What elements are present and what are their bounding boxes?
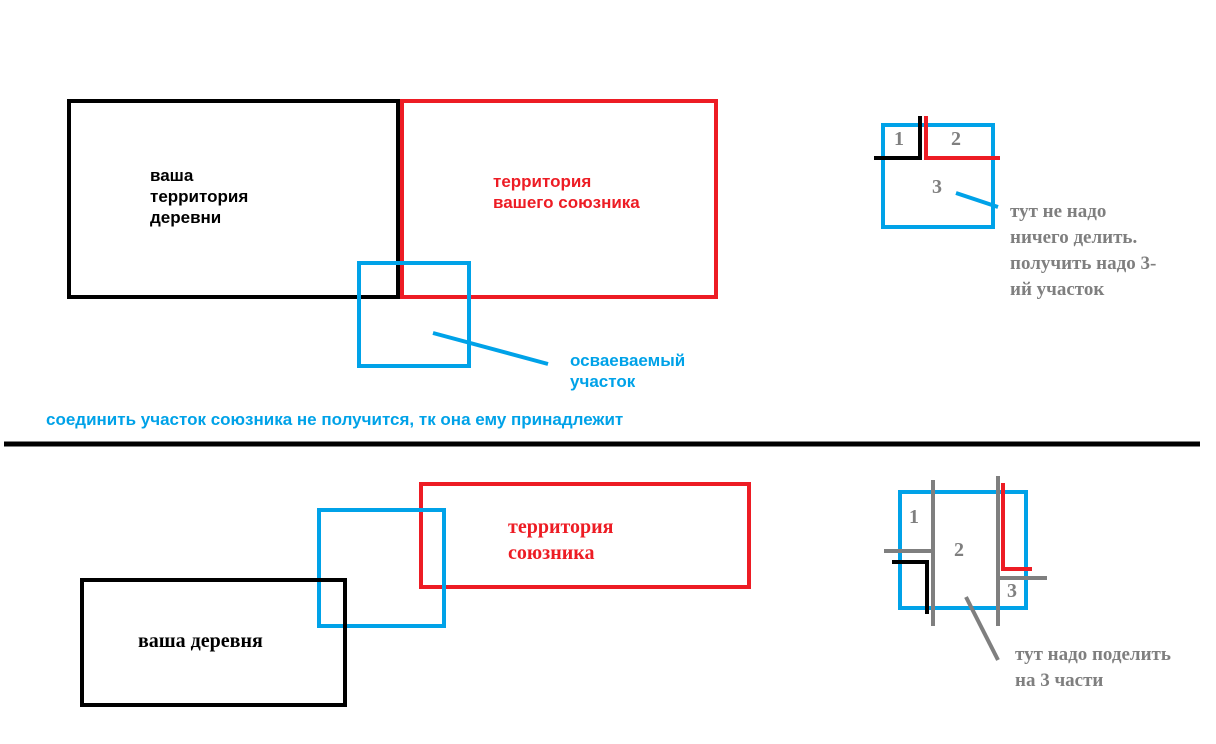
detail2-part-3: 3 — [1007, 580, 1017, 602]
detail-claimed-rect — [881, 123, 995, 229]
village-label-2: ваша деревня — [138, 630, 263, 652]
detail-note: тут не надо ничего делить. получить надо… — [1010, 201, 1157, 300]
ally-territory-label-2: территория союзника — [508, 516, 614, 564]
detail2-note: тут надо поделить на 3 части — [1015, 644, 1171, 691]
ally-territory-rect-2 — [419, 482, 751, 589]
detail2-part-1: 1 — [909, 506, 919, 528]
village-rect-2 — [80, 578, 347, 707]
claimed-plot-rect-2 — [317, 508, 446, 628]
top-note: соединить участок союзника не получится,… — [46, 410, 624, 429]
claimed-plot-rect — [357, 261, 471, 368]
detail2-part-2: 2 — [954, 539, 964, 561]
detail-pointer-line — [955, 191, 999, 209]
detail-village-border — [874, 116, 922, 160]
detail-ally-border — [924, 116, 1000, 160]
detail2-pointer-line — [964, 596, 1000, 661]
detail-part-2: 2 — [951, 128, 961, 150]
detail2-village-border — [892, 560, 929, 614]
claimed-pointer-line — [432, 331, 549, 366]
village-territory-rect — [67, 99, 400, 299]
village-territory-label: ваша территория деревни — [150, 166, 249, 227]
claimed-plot-label: осваеваемый участок — [570, 351, 686, 391]
detail2-ally-border — [1001, 483, 1032, 571]
detail-part-1: 1 — [894, 128, 904, 150]
ally-territory-label: территория вашего союзника — [493, 172, 640, 212]
detail-part-3: 3 — [932, 176, 942, 198]
ally-territory-rect — [400, 99, 718, 299]
